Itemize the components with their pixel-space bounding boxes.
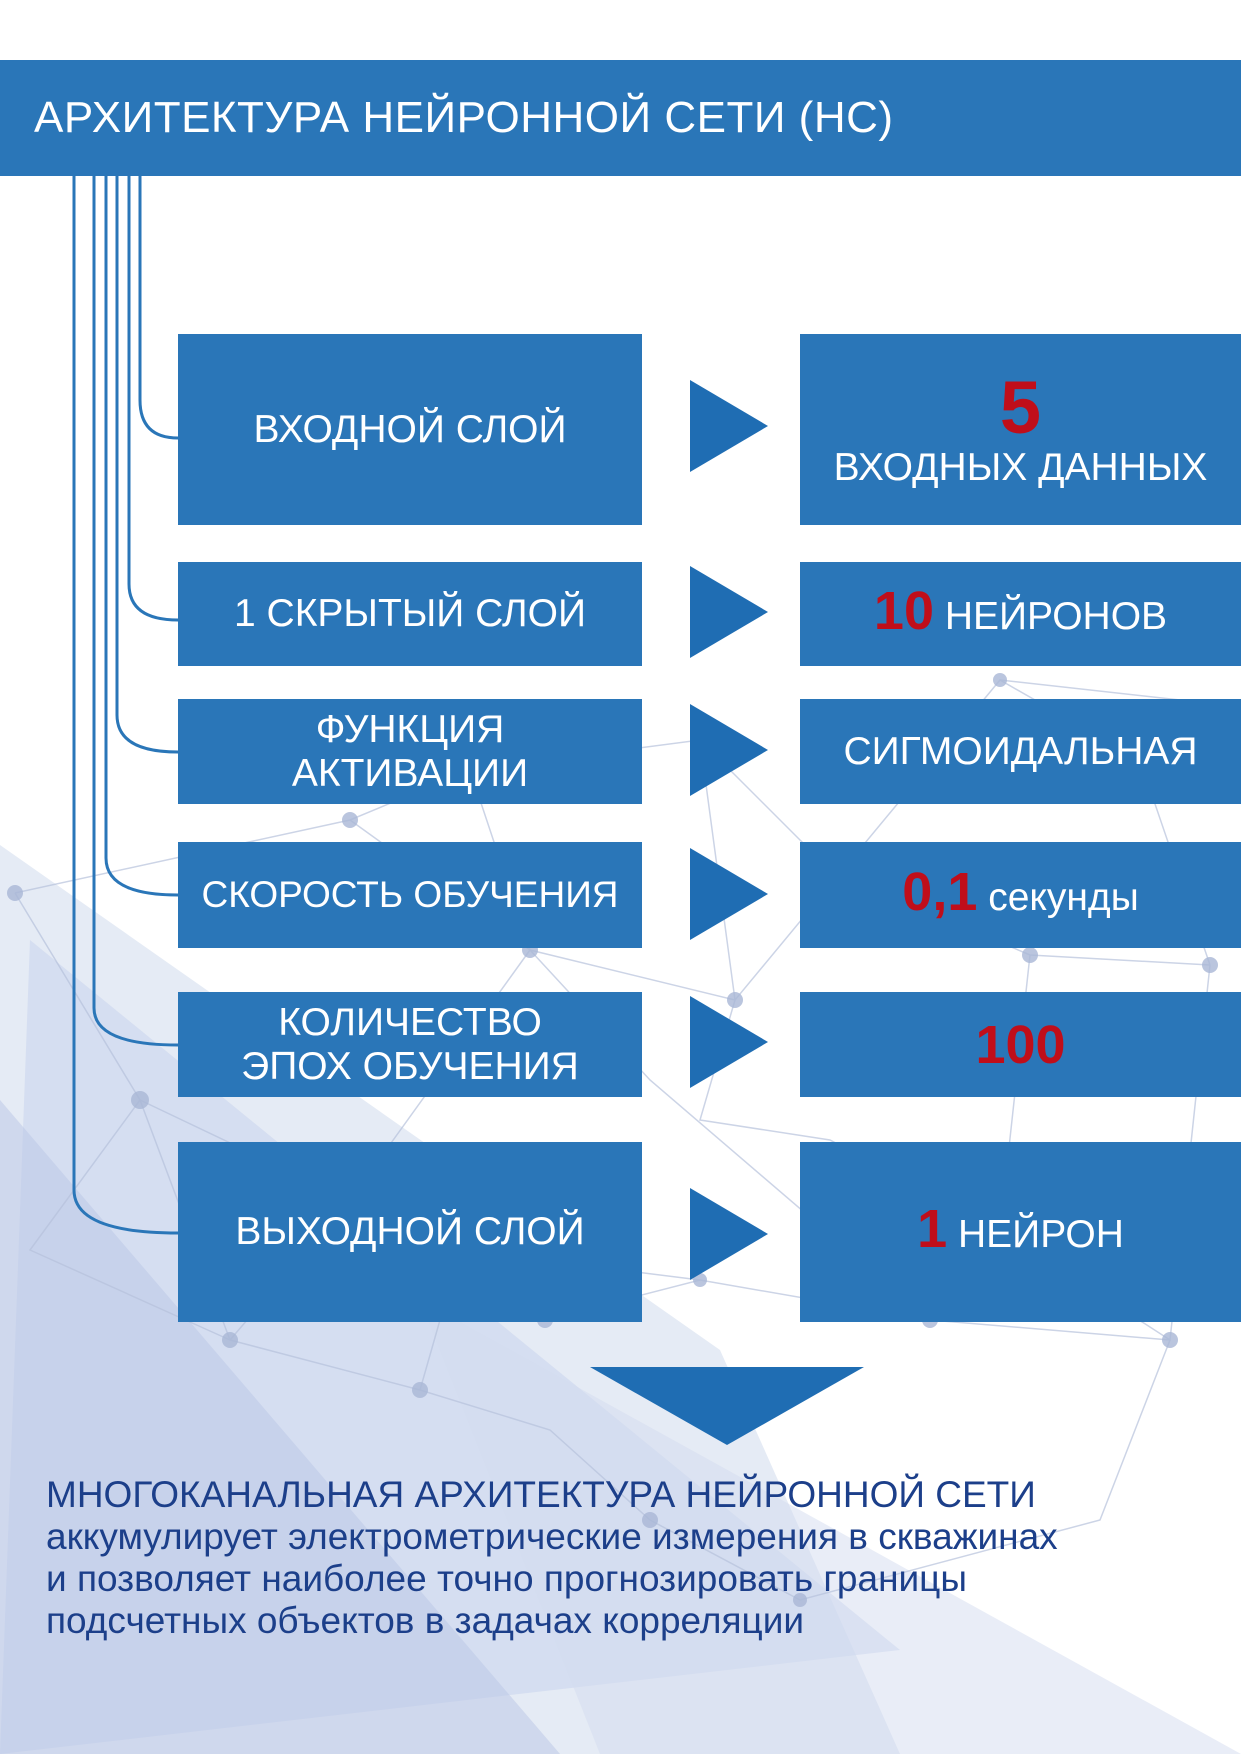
learning-speed-label: СКОРОСТЬ ОБУЧЕНИЯ	[201, 874, 619, 915]
epochs-count: 100	[975, 1014, 1066, 1075]
activation-function-box: ФУНКЦИЯ АКТИВАЦИИ	[178, 699, 642, 804]
input-layer-value-box: 5 ВХОДНЫХ ДАННЫХ	[800, 334, 1241, 525]
hidden-layer-label: 1 СКРЫТЫЙ СЛОЙ	[234, 592, 586, 635]
arrow-right-icon	[690, 704, 768, 796]
epochs-value-box: 100	[800, 992, 1241, 1097]
footer-line-3: и позволяет наиболее точно прогнозироват…	[46, 1558, 967, 1599]
footer-line-1: МНОГОКАНАЛЬНАЯ АРХИТЕКТУРА НЕЙРОННОЙ СЕТ…	[46, 1474, 1036, 1515]
arrow-down-icon	[590, 1367, 864, 1445]
output-layer-label: ВЫХОДНОЙ СЛОЙ	[235, 1210, 585, 1253]
arrow-right-icon	[690, 996, 768, 1088]
activation-value: СИГМОИДАЛЬНАЯ	[843, 729, 1198, 773]
learning-speed-box: СКОРОСТЬ ОБУЧЕНИЯ	[178, 842, 642, 948]
input-layer-box: ВХОДНОЙ СЛОЙ	[178, 334, 642, 525]
epochs-label-line1: КОЛИЧЕСТВО	[278, 1000, 542, 1044]
arrow-right-icon	[690, 566, 768, 658]
hidden-layer-box: 1 СКРЫТЫЙ СЛОЙ	[178, 562, 642, 666]
activation-label-line1: ФУНКЦИЯ	[315, 707, 505, 751]
epochs-box: КОЛИЧЕСТВО ЭПОХ ОБУЧЕНИЯ	[178, 992, 642, 1097]
footer-line-2: аккумулирует электрометрические измерени…	[46, 1516, 1058, 1557]
activation-label-line2: АКТИВАЦИИ	[291, 751, 529, 795]
footer-line-4: подсчетных объектов в задачах корреляции	[46, 1600, 805, 1641]
learning-speed-number: 0,1	[902, 862, 978, 922]
arrow-right-icon	[690, 1188, 768, 1280]
output-layer-value-box: 1 НЕЙРОН	[800, 1142, 1241, 1322]
arrow-right-icon	[690, 848, 768, 940]
learning-speed-unit: секунды	[988, 876, 1139, 919]
hidden-neuron-count: 10	[873, 581, 934, 641]
input-layer-label: ВХОДНОЙ СЛОЙ	[253, 407, 567, 451]
learning-speed-value-box: 0,1 секунды	[800, 842, 1241, 948]
output-layer-box: ВЫХОДНОЙ СЛОЙ	[178, 1142, 642, 1322]
page-title: АРХИТЕКТУРА НЕЙРОННОЙ СЕТИ (НС)	[34, 93, 894, 142]
input-count: 5	[999, 365, 1042, 449]
activation-value-box: СИГМОИДАЛЬНАЯ	[800, 699, 1241, 804]
output-neuron-count: 1	[917, 1199, 948, 1259]
input-count-unit: ВХОДНЫХ ДАННЫХ	[833, 445, 1208, 489]
hidden-layer-value-box: 10 НЕЙРОНОВ	[800, 562, 1241, 666]
arrow-right-icon	[690, 380, 768, 472]
header-bar: АРХИТЕКТУРА НЕЙРОННОЙ СЕТИ (НС)	[0, 60, 1241, 176]
output-neuron-unit: НЕЙРОН	[958, 1213, 1124, 1256]
hidden-neuron-unit: НЕЙРОНОВ	[944, 595, 1168, 638]
epochs-label-line2: ЭПОХ ОБУЧЕНИЯ	[241, 1044, 579, 1088]
footer-description: МНОГОКАНАЛЬНАЯ АРХИТЕКТУРА НЕЙРОННОЙ СЕТ…	[46, 1474, 1226, 1642]
